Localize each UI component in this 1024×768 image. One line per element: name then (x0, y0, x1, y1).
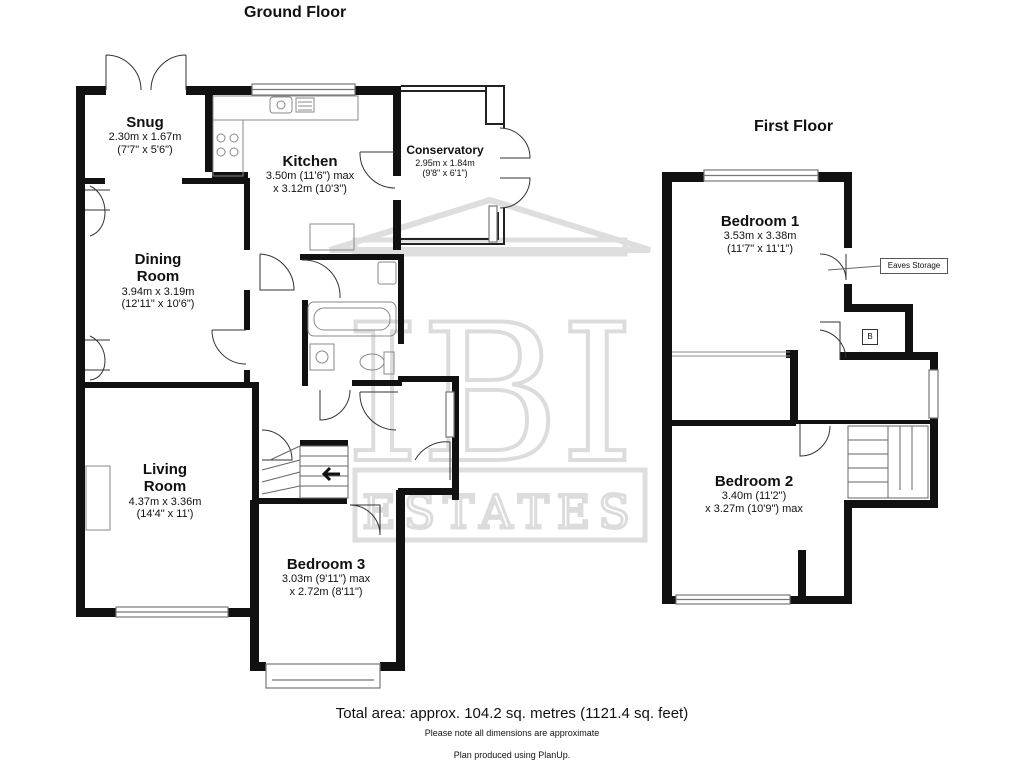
room-dims: 3.53m x 3.38m (723, 230, 797, 243)
first-floor-windows (675, 169, 939, 605)
room-dims-2: x 3.27m (10'9") max (705, 502, 803, 515)
plan-credit: Plan produced using PlanUp. (453, 750, 571, 760)
bathroom-fixtures (307, 261, 397, 375)
room-bedroom-1: Bedroom 1 3.53m x 3.38m (11'7" x 11'1") (721, 213, 799, 256)
watermark-logo: IBI (345, 284, 635, 505)
dimensions-note: Please note all dimensions are approxima… (424, 728, 600, 738)
ground-floor-walls (76, 86, 459, 671)
room-bedroom-2: Bedroom 2 3.40m (11'2") x 3.27m (10'9") … (705, 473, 803, 516)
room-name-line2: Room (136, 268, 180, 286)
eaves-storage-label: Eaves Storage (880, 258, 948, 274)
room-kitchen: Kitchen 3.50m (11'6") max x 3.12m (10'3"… (266, 153, 354, 196)
room-dims: 4.37m x 3.36m (128, 495, 202, 508)
first-floor-title: First Floor (754, 118, 834, 135)
room-dims-imperial: (11'7" x 11'1") (726, 242, 794, 255)
total-area: Total area: approx. 104.2 sq. metres (11… (335, 705, 689, 722)
fireplace (85, 465, 111, 531)
ground-floor-doors (85, 54, 531, 536)
stairs-arrow (321, 466, 340, 482)
boiler-label: B (862, 329, 878, 345)
ground-stairs (261, 445, 349, 499)
room-name: Kitchen (282, 153, 338, 170)
room-dims: 2.30m x 1.67m (108, 131, 182, 144)
room-dims: 3.50m (11'6") max (265, 170, 355, 183)
room-name: Bedroom 3 (286, 556, 366, 573)
room-dims-imperial: (9'8" x 6'1") (422, 168, 468, 179)
watermark: IBI ESTATES (329, 196, 651, 543)
room-dims-imperial: (7'7" x 5'6") (117, 143, 173, 156)
room-name-line1: Living (142, 461, 188, 478)
room-name: Conservatory (406, 143, 484, 157)
room-dims: 3.40m (11'2") (721, 490, 787, 503)
first-floor-walls (662, 172, 938, 604)
room-living: Living Room 4.37m x 3.36m (14'4" x 11') (129, 461, 202, 521)
room-name-line2: Room (143, 478, 187, 496)
first-floor-stairs (847, 425, 929, 499)
kitchen-fixtures (212, 95, 359, 251)
room-dims-imperial: (14'4" x 11') (136, 508, 194, 521)
first-floor-doors (672, 253, 881, 457)
conservatory-walls (401, 85, 505, 245)
room-name: Snug (126, 114, 164, 131)
room-conservatory: Conservatory 2.95m x 1.84m (9'8" x 6'1") (406, 143, 484, 179)
room-bedroom-3: Bedroom 3 3.03m (9'11") max x 2.72m (8'1… (282, 556, 370, 599)
room-name: Bedroom 1 (720, 213, 800, 230)
room-name: Bedroom 2 (714, 473, 794, 490)
room-dims: 3.94m x 3.19m (121, 285, 195, 298)
room-dims-imperial: (12'11" x 10'6") (121, 298, 195, 311)
room-dims-2: x 3.12m (10'3") (273, 182, 347, 195)
ground-floor-title: Ground Floor (244, 4, 347, 21)
room-dims: 3.03m (9'11") max (281, 573, 371, 586)
room-dining: Dining Room 3.94m x 3.19m (12'11" x 10'6… (122, 251, 195, 311)
room-snug: Snug 2.30m x 1.67m (7'7" x 5'6") (109, 114, 182, 157)
ground-floor-windows (115, 83, 498, 689)
room-name-line1: Dining (134, 251, 182, 268)
room-dims-2: x 2.72m (8'11") (289, 585, 363, 598)
room-dims: 2.95m x 1.84m (415, 157, 475, 168)
